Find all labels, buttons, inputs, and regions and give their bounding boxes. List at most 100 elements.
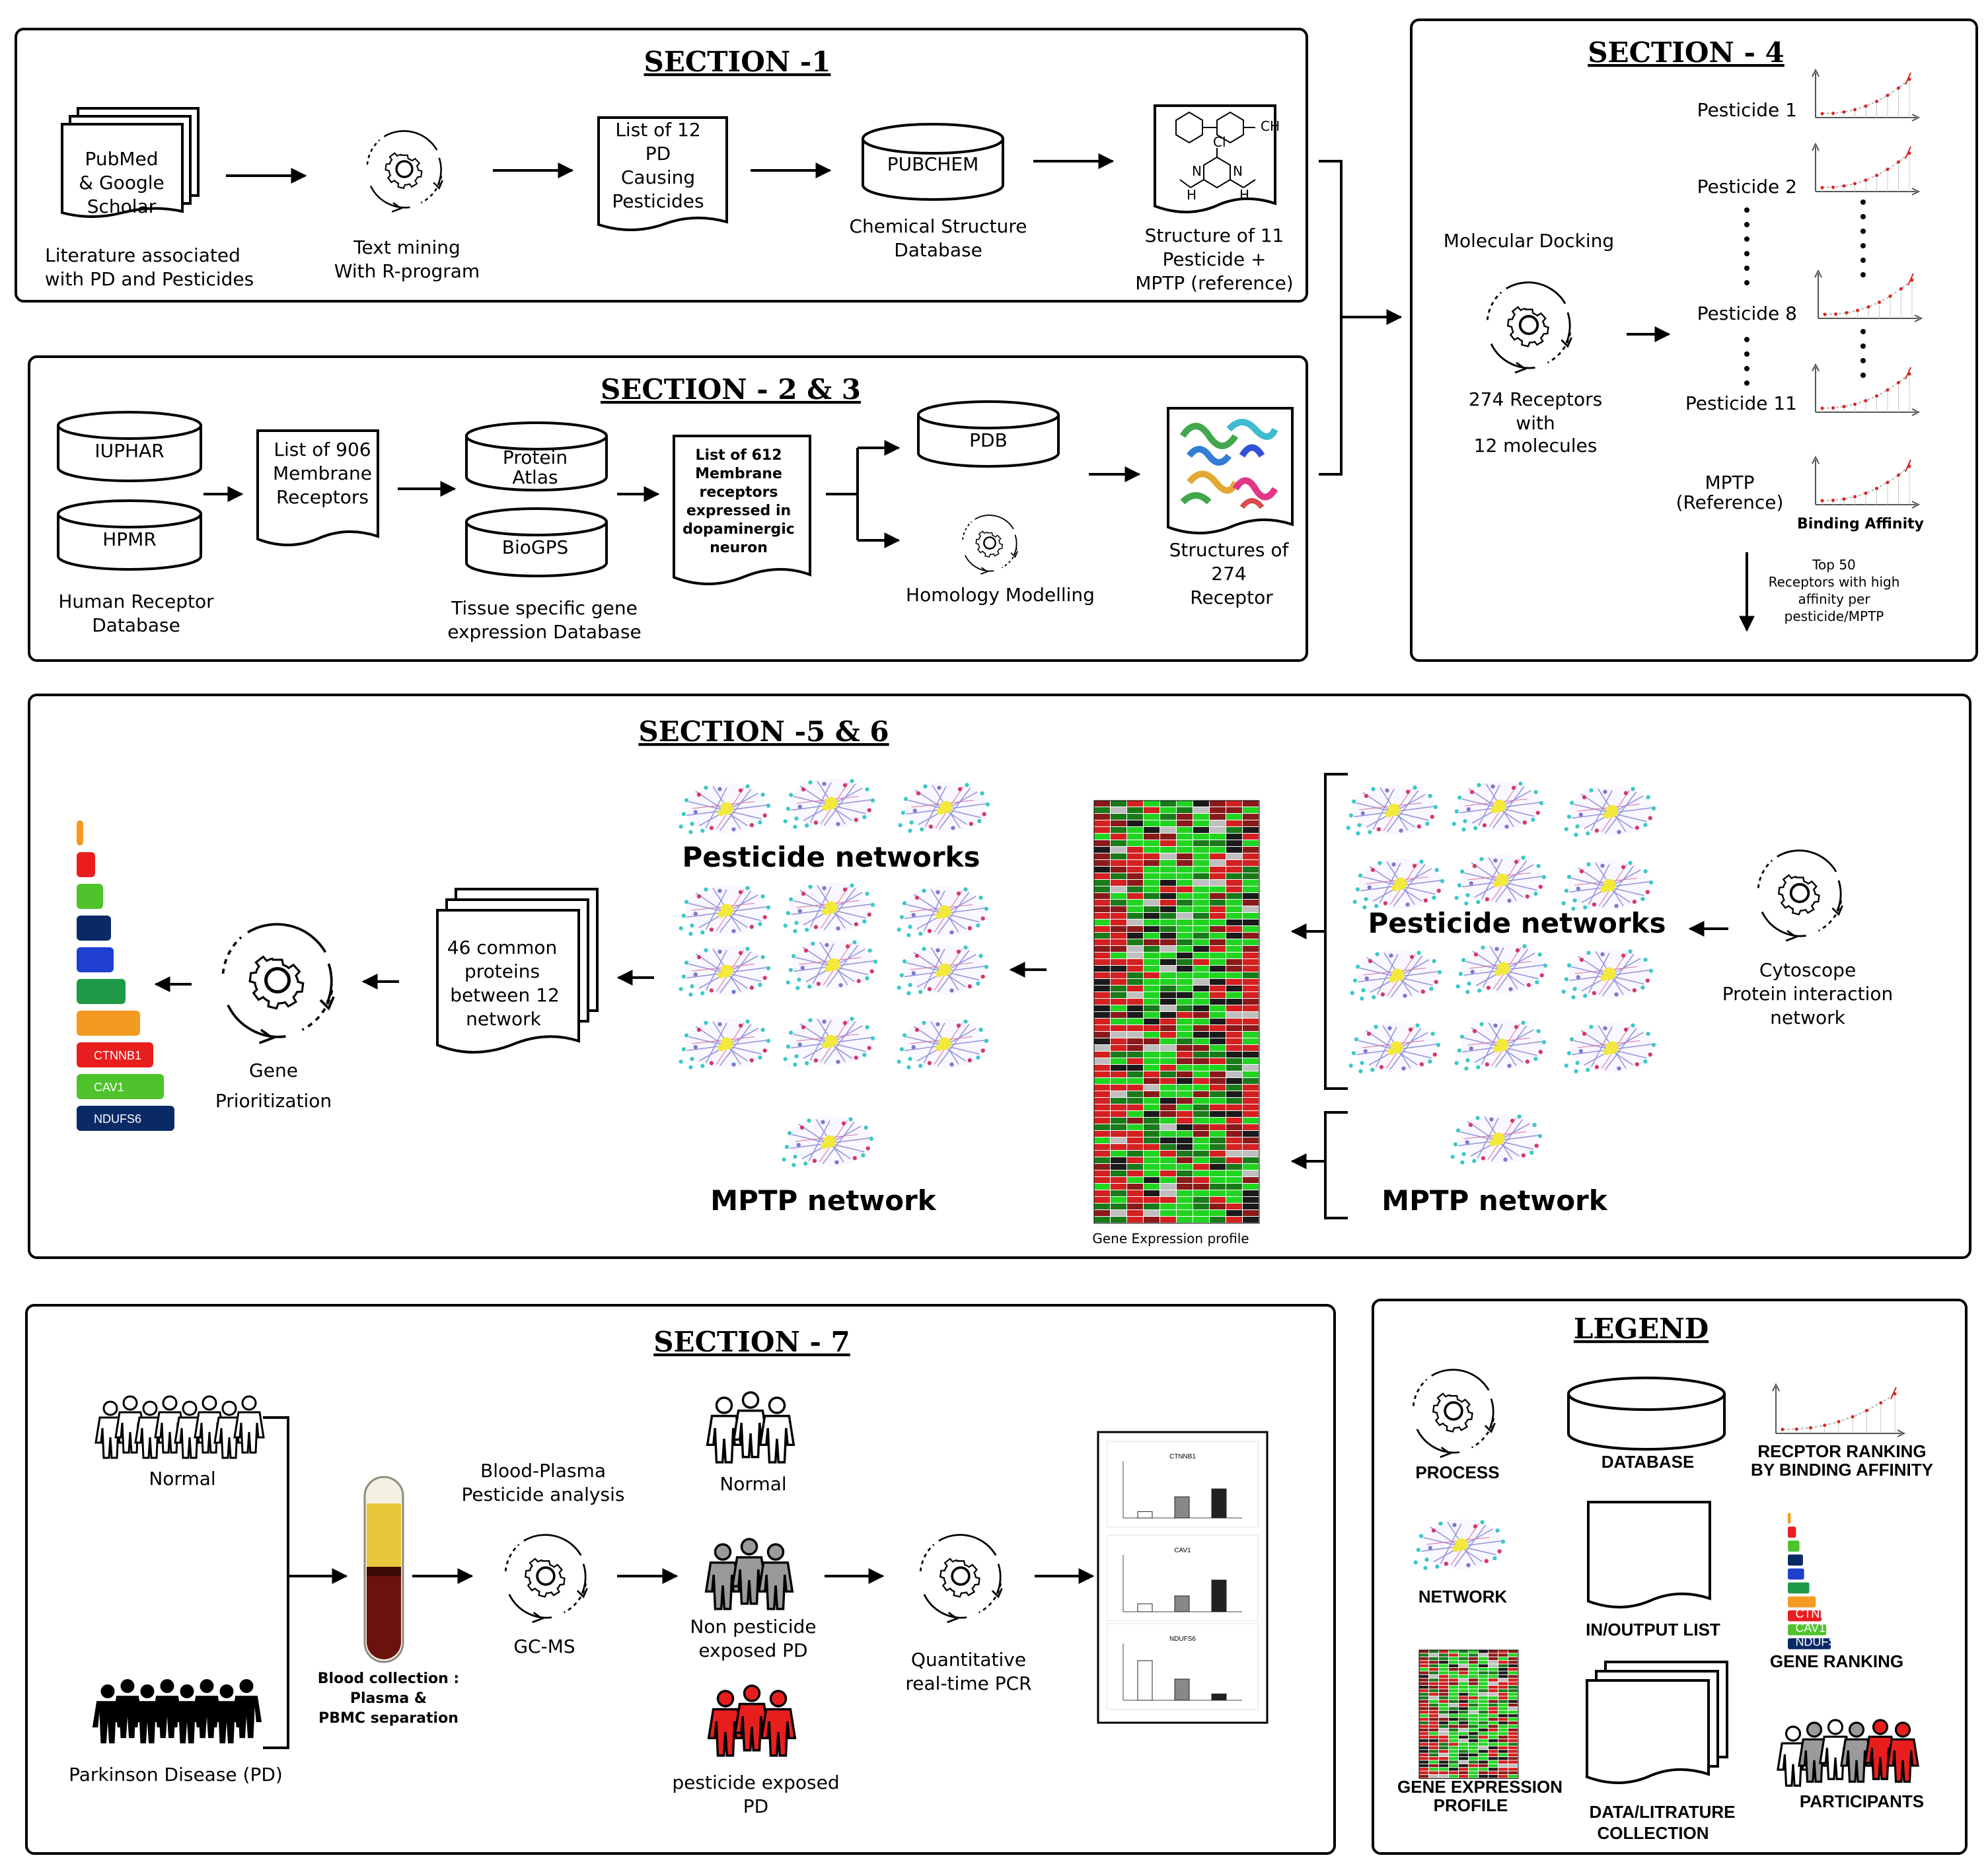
legend-ranking-chart-icon xyxy=(1772,1383,1906,1437)
binding-affinity-chart-2 xyxy=(1812,142,1921,196)
gcms-gear-icon xyxy=(504,1532,589,1624)
right-network-icon-9 xyxy=(1561,948,1654,1000)
pest-label-1: pesticide exposed xyxy=(672,1772,839,1793)
gene-caption-1: Gene xyxy=(249,1060,298,1081)
left-network-icon-12 xyxy=(896,1018,989,1070)
cytoscape-caption-3: network xyxy=(1770,1007,1845,1028)
top50-line-2: Receptors with high xyxy=(1769,574,1900,590)
legend-process-label: PROCESS xyxy=(1415,1462,1499,1482)
structure-caption-3: MPTP (reference) xyxy=(1135,272,1293,294)
legend-gene-rank-bar-7 xyxy=(1788,1596,1816,1608)
protein-atlas-line-1: Protein xyxy=(503,447,568,468)
gcms-label: GC-MS xyxy=(513,1636,575,1657)
gene-rank-bar-3 xyxy=(77,884,103,909)
list-612-line-2: Membrane xyxy=(695,466,782,482)
receptor-structures-doc xyxy=(1167,407,1294,534)
pd-person-icon-8 xyxy=(231,1679,262,1739)
pdb-label: PDB xyxy=(969,429,1008,451)
legend: LEGEND PROCESS DATABASE RECPTOR RANKING … xyxy=(1372,1299,1968,1855)
gene-rank-bar-8 xyxy=(77,1042,153,1067)
section-7: SECTION - 7 Normal Parkinson Disease (PD… xyxy=(25,1304,1336,1855)
section-4-title: SECTION - 4 xyxy=(1588,36,1785,69)
section-1-frame xyxy=(15,28,1308,303)
legend-data-collection-line-2: COLLECTION xyxy=(1598,1823,1709,1843)
legend-data-collection-icon xyxy=(1586,1661,1728,1784)
pesticide-networks-right xyxy=(1345,780,1656,1165)
gene-rank-bar-4 xyxy=(77,916,111,941)
legend-database-icon xyxy=(1567,1377,1726,1451)
legend-gene-rank-bar-4 xyxy=(1788,1554,1803,1566)
pest-group-person-icon-3 xyxy=(760,1690,797,1757)
pubchem-label: PUBCHEM xyxy=(887,153,979,175)
left-network-icon-7 xyxy=(678,945,771,997)
left-network-icon-3 xyxy=(897,781,990,834)
list-906-line-1: List of 906 xyxy=(274,439,371,460)
list-906-line-2: Membrane xyxy=(273,462,372,484)
legend-gene-expression-line-1: GENE EXPRESSION xyxy=(1397,1777,1563,1797)
nonpest-group-person-icon-3 xyxy=(757,1543,794,1610)
list-906-line-3: Receptors xyxy=(276,486,369,508)
left-network-icon-11 xyxy=(782,1015,875,1067)
qpcr-bar-1-2 xyxy=(1174,1496,1190,1519)
heatmap-outline xyxy=(1093,800,1260,1224)
left-network-icon-2 xyxy=(782,777,875,830)
group-normal-label: Normal xyxy=(719,1473,786,1495)
legend-binding-affinity-chart xyxy=(1772,1383,1906,1437)
protein-atlas-database-icon xyxy=(465,421,608,491)
plasma-caption-2: Pesticide analysis xyxy=(462,1484,625,1505)
text-mining-caption-1: Text mining xyxy=(353,236,460,258)
list-612-line-5: dopaminergic xyxy=(682,521,795,538)
structures-caption-1: Structures of xyxy=(1169,539,1290,561)
mptp-network-left-label: MPTP network xyxy=(710,1184,936,1217)
right-network-icon-11 xyxy=(1454,1019,1547,1071)
right-network-icon-13 xyxy=(1450,1113,1543,1165)
qpcr-bar-3-2 xyxy=(1174,1678,1190,1701)
pdb-database-icon xyxy=(917,400,1060,468)
legend-participants-label: PARTICIPANTS xyxy=(1800,1791,1924,1811)
membrane-receptors-906-doc xyxy=(256,429,379,546)
structure-label-cl: Cl xyxy=(1213,134,1226,150)
docking-gear-icon xyxy=(1486,279,1573,375)
section-2-3-frame xyxy=(28,355,1308,662)
biogps-label: BioGPS xyxy=(502,536,568,558)
gene-rank-label-1: CTNNB1 xyxy=(94,1049,141,1062)
pubchem-database-icon xyxy=(862,123,1004,201)
legend-gene-rank-bar-2 xyxy=(1788,1527,1796,1538)
section-7-title: SECTION - 7 xyxy=(653,1326,850,1358)
qpcr-chart-frame-1 xyxy=(1107,1441,1259,1528)
right-network-icon-4 xyxy=(1352,858,1445,910)
human-receptor-caption-1: Human Receptor xyxy=(58,591,214,612)
blood-caption-1: Blood collection : xyxy=(318,1671,459,1687)
gene-rank-bar-6 xyxy=(77,979,126,1004)
section-1-title: SECTION -1 xyxy=(644,46,831,78)
legend-gene-rank-bar-10 xyxy=(1788,1638,1831,1649)
legend-gene-rank-bar-3 xyxy=(1788,1540,1800,1552)
structure-label-h2: H xyxy=(1239,187,1249,203)
pesticide-networks-left xyxy=(678,777,990,1168)
legend-gene-ranking-label: GENE RANKING xyxy=(1770,1651,1903,1671)
pesticide-pd-group-icon xyxy=(707,1684,797,1757)
binding-affinity-chart-4 xyxy=(1812,363,1921,416)
list-612-line-3: receptors xyxy=(699,484,778,501)
gene-rank-label-3: NDUFS6 xyxy=(94,1112,141,1126)
list-612-line-4: expressed in xyxy=(686,503,791,519)
legend-participants-icon xyxy=(1777,1719,1919,1787)
normal-participants-icon xyxy=(94,1395,265,1459)
gene-caption-2: Prioritization xyxy=(215,1090,332,1112)
doc-stack-caption-2: with PD and Pesticides xyxy=(45,268,254,290)
chart-title-ndufs6: NDUFS6 xyxy=(1169,1636,1196,1643)
structures-caption-3: Receptor xyxy=(1190,587,1273,608)
legend-gene-rank-label-1: CTNNB1 xyxy=(1795,1607,1843,1620)
docking-caption: Molecular Docking xyxy=(1444,230,1614,252)
mptp-label-2: (Reference) xyxy=(1676,491,1784,513)
qpcr-gear-icon xyxy=(919,1532,1004,1624)
legend-gene-rank-label-3: NDUFS6 xyxy=(1795,1635,1843,1648)
structures-caption-2: 274 xyxy=(1211,563,1246,585)
top50-line-1: Top 50 xyxy=(1812,557,1856,573)
receptors-caption-2: with xyxy=(1516,412,1555,434)
legend-network-icon xyxy=(1413,1519,1506,1571)
top50-line-4: pesticide/MPTP xyxy=(1785,608,1884,624)
hpmr-database-icon xyxy=(57,499,202,571)
legend-title: LEGEND xyxy=(1574,1313,1709,1345)
